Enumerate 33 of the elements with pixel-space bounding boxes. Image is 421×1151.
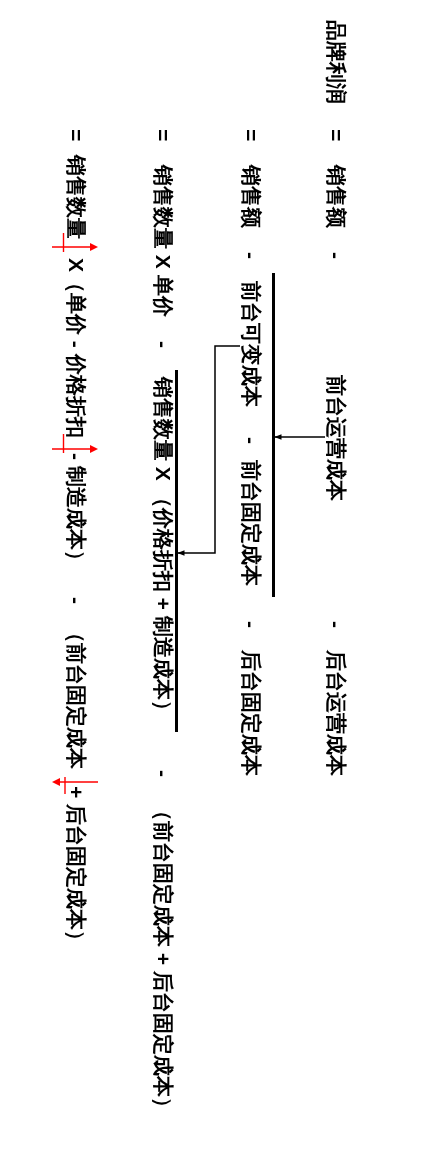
minus-sign: - xyxy=(240,621,262,628)
formula-term: （前台固定成本 + 后台固定成本） xyxy=(152,800,174,1118)
times-sign: X xyxy=(65,258,87,272)
formula-term: 前台运营成本 xyxy=(325,375,347,501)
formula-term: 销售数量 X 单价 xyxy=(152,165,174,317)
formula-term: 后台固定成本 xyxy=(240,650,262,776)
formula-term: 后台运营成本 xyxy=(325,650,347,776)
bracket-line xyxy=(272,273,275,597)
equals-sign: = xyxy=(65,129,87,142)
minus-sign: - xyxy=(240,252,262,259)
equals-sign: = xyxy=(152,129,174,142)
minus-sign: - xyxy=(152,341,174,348)
formula-term: - 制造成本） xyxy=(65,453,87,571)
minus-sign: - xyxy=(325,621,347,628)
minus-sign: - xyxy=(65,597,87,604)
formula-term: + 后台固定成本） xyxy=(65,786,87,952)
formula-term: 前台可变成本 xyxy=(240,281,262,407)
arrow xyxy=(273,434,326,440)
minus-sign: - xyxy=(240,437,262,444)
formula-term: 销售数量 xyxy=(65,155,87,239)
minus-sign: - xyxy=(325,252,347,259)
minus-sign: - xyxy=(152,770,174,777)
formula-term: 销售额 xyxy=(325,165,347,228)
formula-term: 销售数量 X （价格折扣 + 制造成本） xyxy=(152,377,174,721)
equals-sign: = xyxy=(240,129,262,142)
formula-term: 销售额 xyxy=(240,165,262,228)
formula-term: 前台固定成本 xyxy=(240,460,262,586)
arrow xyxy=(176,345,241,556)
formula-term: （前台固定成本 xyxy=(65,622,87,769)
formula-term: （单价 - 价格折扣 xyxy=(65,272,87,438)
formula-term: 品牌利润 xyxy=(325,20,347,104)
bracket-line xyxy=(175,370,178,732)
equals-sign: = xyxy=(325,129,347,142)
